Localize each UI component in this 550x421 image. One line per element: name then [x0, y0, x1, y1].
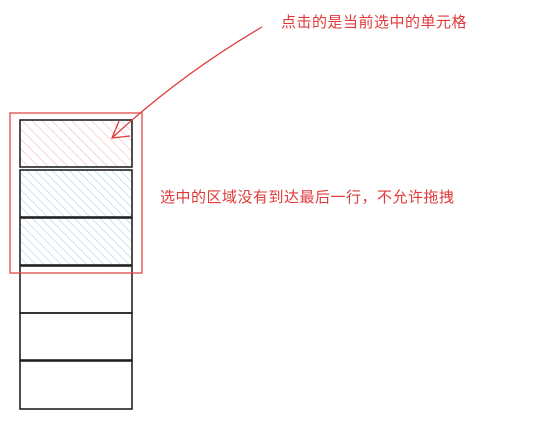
- cell-column: [19, 119, 133, 410]
- cell-clicked: [19, 119, 133, 168]
- clicked-cell-note: 点击的是当前选中的单元格: [281, 13, 468, 31]
- selection-outline: [9, 112, 143, 274]
- cell-empty: [19, 312, 133, 361]
- cell-empty: [19, 360, 133, 410]
- cell-selected: [19, 169, 133, 218]
- drag-restriction-note: 选中的区域没有到达最后一行，不允许拖拽: [160, 188, 455, 206]
- pointer-arrow: [110, 26, 263, 139]
- cell-selected: [19, 217, 133, 266]
